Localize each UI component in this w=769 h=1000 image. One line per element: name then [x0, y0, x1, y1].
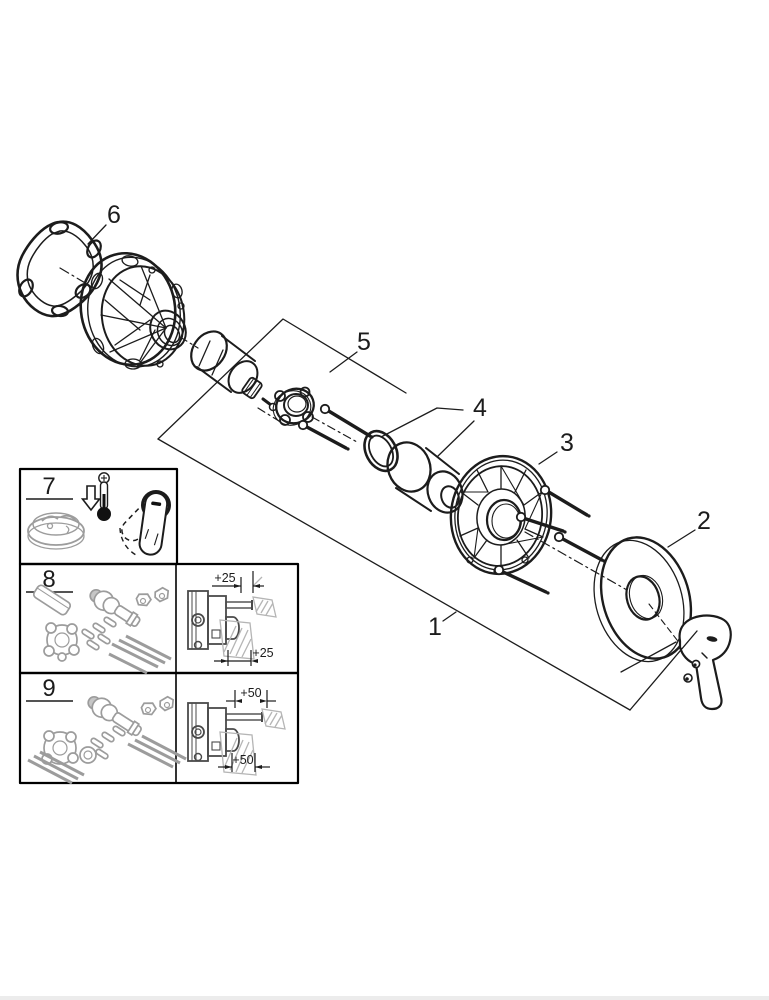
handle-slot: [706, 636, 718, 642]
escutcheon-plate: [593, 536, 693, 663]
inset-box-9-content: 9: [26, 675, 286, 785]
thermometer-icon: [97, 472, 111, 521]
callout-6-label: 6: [107, 201, 121, 229]
cartridge-fixing-screws: [297, 403, 374, 451]
cartridge: [190, 330, 280, 422]
callout-3-label: 3: [560, 429, 574, 457]
axis-line: [524, 531, 628, 591]
spindle-shaft: [225, 713, 263, 721]
cartridge-spline-adapter: [241, 376, 263, 400]
group-5-bracket: [157, 318, 407, 440]
inset-box-8-content: 8: [26, 566, 277, 675]
inset-box-7-content: 7: [26, 472, 171, 556]
down-arrow-icon: [80, 485, 102, 512]
wall-hatch: [219, 576, 277, 660]
spindle-shaft: [225, 601, 253, 609]
inset-7-number: 7: [42, 473, 55, 500]
extension-parts-kit-icon: [32, 584, 172, 675]
page-footer-strip: [0, 996, 769, 1000]
cartridge-screw: [261, 397, 273, 407]
flange-mounting-screws: [493, 484, 606, 595]
retaining-ring-nut: [272, 386, 358, 443]
o-ring: [363, 429, 399, 473]
lever-handle-swivel-icon: [119, 490, 171, 556]
inset-8-number: 8: [42, 566, 55, 593]
axis-line: [179, 336, 199, 349]
handle-set-screws: [683, 659, 701, 683]
dimension-top-9: +50: [226, 686, 276, 708]
gasket-part-6: [16, 220, 103, 318]
dim-bottom-8-label: +25: [252, 646, 273, 660]
inset-9-number: 9: [42, 675, 55, 702]
gasket-center-line: [59, 267, 93, 288]
extension-parts-kit-icon: [27, 695, 187, 785]
installation-cross-section-icon: [187, 576, 277, 660]
axis-line: [311, 416, 358, 443]
dimension-bottom-9: +50: [218, 753, 270, 772]
cartridge-extension-icon: [87, 695, 142, 737]
dim-top-8-label: +25: [214, 571, 235, 585]
callout-5-label: 5: [357, 328, 371, 356]
dim-bottom-9-label: +50: [232, 753, 253, 767]
lever-handle: [648, 603, 732, 711]
cartridge-extension-icon: [89, 588, 141, 627]
callout-4-label: 4: [473, 394, 487, 422]
valve-housing-body: [79, 251, 199, 370]
group-1-bracket: [157, 438, 698, 711]
callout-2-leader: [667, 529, 696, 548]
extension-sleeve: [386, 441, 464, 514]
callout-1-label: 1: [428, 613, 442, 641]
dim-top-9-label: +50: [240, 686, 261, 700]
axis-line: [257, 407, 280, 422]
temperature-limiter-ring-icon: [27, 512, 85, 550]
mounting-flange: [449, 454, 553, 576]
callout-2-label: 2: [697, 507, 711, 535]
callout-4-leaders: [380, 407, 475, 457]
dimension-bottom-8: +25: [214, 646, 274, 666]
callout-3-leader: [538, 451, 558, 465]
callout-6: 6: [87, 201, 121, 245]
dimension-top-8: +25: [212, 571, 264, 593]
inset-box-9: [18, 671, 300, 785]
